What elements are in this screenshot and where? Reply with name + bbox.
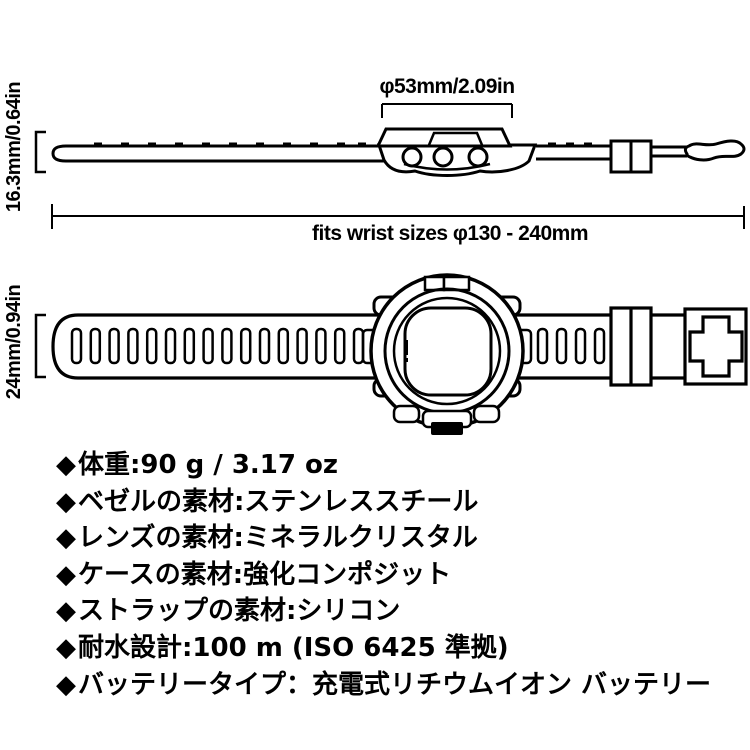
spec-item-battery-type: ◆バッテリータイプ：充電式リチウムイオン バッテリー bbox=[56, 667, 711, 704]
diamond-bullet: ◆ bbox=[56, 559, 76, 590]
strap-slots-left bbox=[70, 327, 365, 365]
side-strap-left bbox=[51, 142, 384, 163]
diamond-bullet: ◆ bbox=[56, 486, 76, 517]
wrist-dimension-line bbox=[51, 204, 745, 229]
thickness-bracket bbox=[34, 130, 46, 174]
spec-list: ◆体重:90 g / 3.17 oz ◆ベゼルの素材:ステンレススチール ◆レン… bbox=[56, 447, 711, 703]
bezel-inner-ring bbox=[392, 296, 502, 406]
brand-mark bbox=[404, 358, 408, 362]
spec-text: 耐水設計:100 m (ISO 6425 準拠) bbox=[78, 632, 509, 663]
side-strap-right bbox=[536, 139, 746, 174]
spec-item-lens-material: ◆レンズの素材:ミネラルクリスタル bbox=[56, 520, 711, 557]
side-button-left bbox=[401, 146, 423, 168]
thickness-label: 16.3mm/0.64in bbox=[3, 81, 25, 213]
spec-item-bezel-material: ◆ベゼルの素材:ステンレススチール bbox=[56, 484, 711, 521]
diameter-label: φ53mm/2.09in bbox=[379, 75, 515, 98]
side-button-right bbox=[467, 146, 489, 168]
wrist-fit-label: fits wrist sizes φ130 - 240mm bbox=[312, 222, 589, 245]
spec-item-water-resistance: ◆耐水設計:100 m (ISO 6425 準拠) bbox=[56, 630, 711, 667]
watch-face bbox=[361, 273, 533, 435]
brand-mark bbox=[404, 340, 408, 355]
bottom-button-right bbox=[472, 404, 501, 424]
top-strap-right bbox=[505, 306, 748, 387]
strap-slots-right bbox=[536, 327, 606, 365]
strap-width-bracket bbox=[34, 313, 46, 379]
diamond-bullet: ◆ bbox=[56, 450, 76, 480]
spec-item-weight: ◆体重:90 g / 3.17 oz bbox=[56, 447, 711, 484]
spec-text: レンズの素材:ミネラルクリスタル bbox=[78, 523, 478, 554]
top-strap-left bbox=[51, 313, 384, 380]
spec-text: 体重:90 g / 3.17 oz bbox=[78, 450, 339, 480]
side-bezel bbox=[375, 127, 513, 148]
side-buckle-end bbox=[683, 139, 746, 162]
spec-item-strap-material: ◆ストラップの素材:シリコン bbox=[56, 593, 711, 630]
diamond-bullet: ◆ bbox=[56, 669, 76, 700]
diamond-bullet: ◆ bbox=[56, 523, 76, 554]
strap-buckle-tongue bbox=[688, 315, 744, 378]
spec-text: ベゼルの素材:ステンレススチール bbox=[78, 486, 479, 517]
crown-button bbox=[431, 422, 463, 435]
diamond-bullet: ◆ bbox=[56, 596, 76, 627]
side-watch-case bbox=[375, 127, 538, 177]
side-button-middle bbox=[432, 146, 454, 168]
spec-text: ストラップの素材:シリコン bbox=[78, 596, 401, 627]
strap-width-label: 24mm/0.94in bbox=[3, 284, 25, 400]
bottom-button-left bbox=[392, 404, 421, 424]
spec-text: バッテリータイプ：充電式リチウムイオン バッテリー bbox=[78, 669, 712, 700]
diamond-bullet: ◆ bbox=[56, 632, 76, 663]
spec-item-case-material: ◆ケースの素材:強化コンポジット bbox=[56, 557, 711, 594]
spec-text: ケースの素材:強化コンポジット bbox=[78, 559, 452, 590]
diameter-dimension-line bbox=[381, 103, 513, 118]
